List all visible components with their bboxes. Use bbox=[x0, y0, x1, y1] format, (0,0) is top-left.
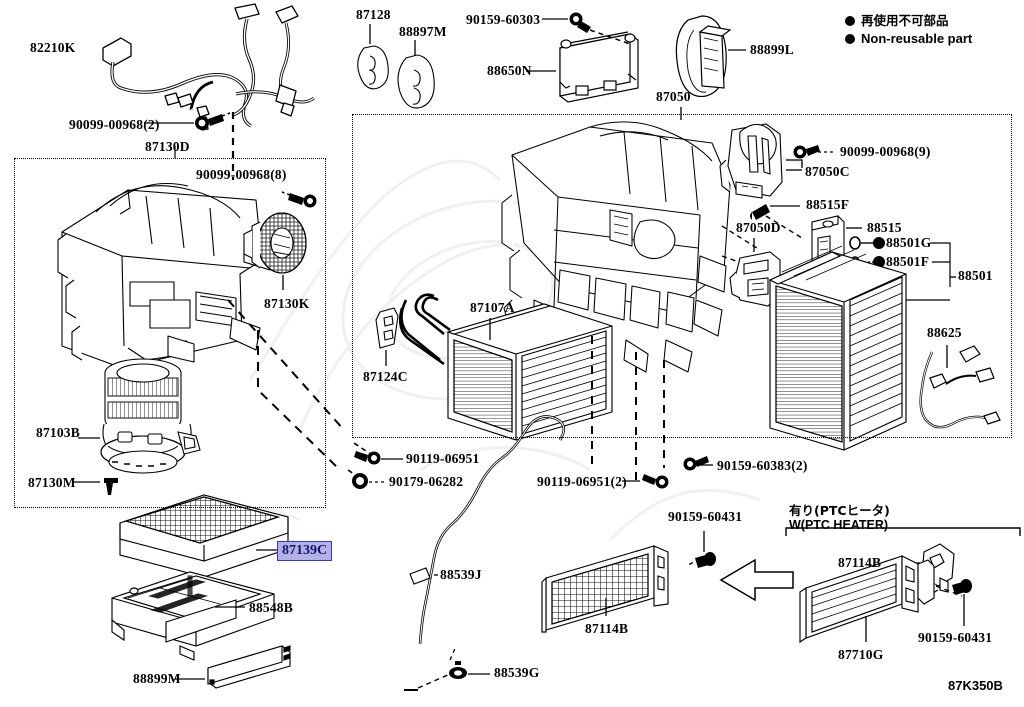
part-label-87107A: 87107A bbox=[470, 300, 515, 315]
fastener-90119-06951 bbox=[354, 451, 403, 465]
part-label-90179-06282: 90179-06282 bbox=[389, 474, 464, 489]
part-label-87114B-right: 87114B bbox=[838, 555, 882, 570]
part-label-90119-06951-2: 90119-06951(2) bbox=[537, 474, 627, 489]
part-label-90159-60431-R: 90159-60431 bbox=[918, 630, 993, 645]
part-label-90119-06951: 90119-06951 bbox=[406, 451, 480, 466]
part-label-88899L: 88899L bbox=[750, 42, 794, 57]
part-label-87050: 87050 bbox=[656, 89, 691, 104]
assembly-arrow bbox=[719, 558, 794, 602]
part-label-87114B-mid: 87114B bbox=[585, 621, 629, 636]
filter-case-art bbox=[111, 571, 275, 661]
screw-60431-left-art bbox=[687, 531, 716, 568]
drain-hose-art bbox=[404, 415, 566, 691]
servo-87050c-art bbox=[719, 123, 783, 199]
heater-clamp-art bbox=[375, 307, 399, 349]
part-label-88501: 88501 bbox=[958, 268, 993, 283]
highlighted-part-87139C[interactable]: 87139C bbox=[277, 541, 333, 562]
part-label-87050D: 87050D bbox=[736, 220, 781, 235]
legend-row-en: Non-reusable part bbox=[845, 30, 972, 48]
grommet-87128-art bbox=[357, 45, 389, 90]
filled-circle-icon bbox=[845, 33, 855, 44]
part-label-90099-00968-2: 90099-00968(2) bbox=[69, 117, 160, 132]
part-label-88548B: 88548B bbox=[249, 600, 293, 615]
fastener-90179-06282 bbox=[352, 473, 387, 489]
legend: 再使用不可部品 Non-reusable part bbox=[845, 13, 972, 47]
filter-cover-art bbox=[207, 645, 291, 689]
legend-jp-text: 再使用不可部品 bbox=[861, 13, 949, 28]
part-label-88515F: 88515F bbox=[806, 197, 850, 212]
part-label-90159-60431-L: 90159-60431 bbox=[668, 509, 743, 524]
grommet-88897m-art bbox=[397, 54, 435, 109]
evaporator-core-art bbox=[768, 245, 907, 451]
bolt-icon-9 bbox=[793, 145, 834, 159]
part-label-87130M: 87130M bbox=[28, 475, 76, 490]
ptc-annotation-en: W(PTC HEATER) bbox=[789, 518, 889, 532]
legend-en-text: Non-reusable part bbox=[861, 30, 973, 46]
part-label-87103B: 87103B bbox=[36, 425, 80, 440]
part-label-88539J: 88539J bbox=[440, 567, 482, 582]
part-label-88539G: 88539G bbox=[494, 665, 540, 680]
part-label-87050C: 87050C bbox=[805, 164, 850, 179]
blower-assembly-box bbox=[14, 158, 326, 508]
thermistor-harness-art bbox=[919, 345, 1001, 429]
ptc-heater-unit-art bbox=[799, 555, 935, 644]
ptc-heater-mid-art bbox=[541, 545, 669, 633]
fastener-90119-06951-2 bbox=[622, 474, 669, 489]
filled-circle-icon bbox=[845, 16, 855, 27]
blower-motor-art bbox=[100, 358, 201, 474]
part-label-88897M: 88897M bbox=[399, 24, 447, 39]
part-label-88625: 88625 bbox=[927, 325, 962, 340]
part-label-90159-60303: 90159-60303 bbox=[466, 12, 541, 27]
legend-row-jp: 再使用不可部品 bbox=[845, 13, 972, 30]
ptc-annotation-jp: 有り(PTCヒータ) bbox=[789, 503, 890, 518]
blower-resistor-art bbox=[243, 212, 307, 274]
screw-87130m-art bbox=[72, 478, 118, 495]
screw-60303-art bbox=[542, 12, 631, 45]
part-label-87130K: 87130K bbox=[264, 296, 310, 311]
diagram-code: 87K350B bbox=[948, 678, 1003, 693]
part-label-88515: 88515 bbox=[867, 220, 902, 235]
ac-amplifier-art bbox=[559, 31, 639, 103]
part-label-87130D: 87130D bbox=[145, 139, 190, 154]
grommet-88539g-art bbox=[417, 645, 490, 689]
heater-unit-box bbox=[352, 114, 1012, 438]
grommet-88899l-art bbox=[675, 15, 732, 98]
part-label-90159-60383-2: 90159-60383(2) bbox=[717, 458, 808, 473]
part-label-90099-00968-8: 90099-00968(8) bbox=[196, 167, 287, 182]
part-label-82210K: 82210K bbox=[30, 40, 76, 55]
servo-87050d-art bbox=[729, 251, 781, 307]
part-label-90099-00968-9: 90099-00968(9) bbox=[840, 144, 931, 159]
part-label-88501G: 88501G bbox=[886, 235, 932, 250]
wire-harness-art bbox=[102, 3, 315, 131]
heater-core-art bbox=[398, 293, 613, 441]
ptc-annotation: 有り(PTCヒータ) W(PTC HEATER) bbox=[789, 503, 890, 533]
part-label-88650N: 88650N bbox=[487, 63, 532, 78]
part-label-88501F: 88501F bbox=[886, 254, 930, 269]
part-label-87124C: 87124C bbox=[363, 369, 408, 384]
bolt-icon-8 bbox=[281, 191, 317, 208]
cabin-filter-art bbox=[119, 494, 289, 578]
part-label-87128: 87128 bbox=[356, 7, 391, 22]
screw-60431-right-art bbox=[952, 579, 972, 626]
part-label-88899M: 88899M bbox=[133, 671, 181, 686]
blower-case-art bbox=[57, 183, 271, 369]
bolt-icon-2 bbox=[144, 112, 231, 130]
part-label-87710G: 87710G bbox=[838, 647, 884, 662]
fastener-90159-60383-2 bbox=[683, 456, 713, 471]
